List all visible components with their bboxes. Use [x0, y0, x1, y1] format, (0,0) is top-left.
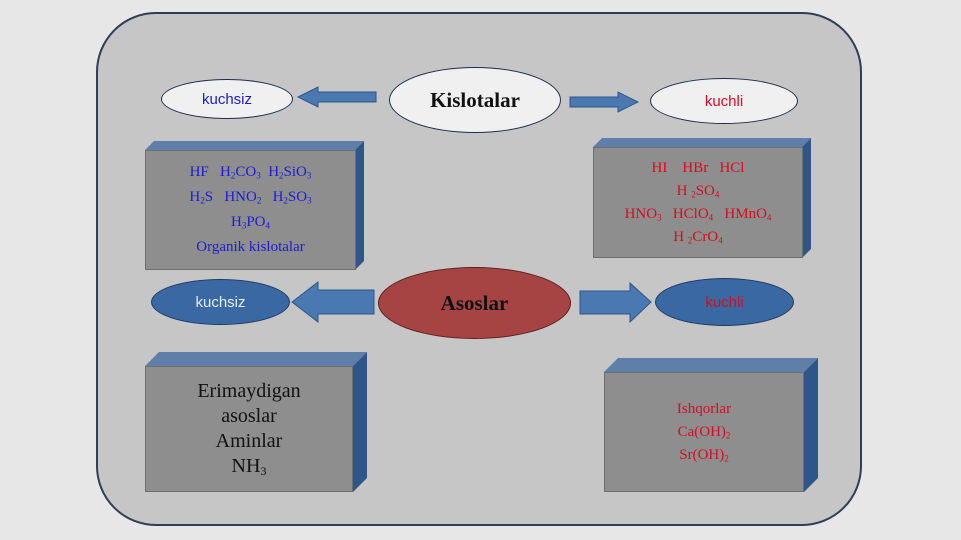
acids-strong-ellipse: kuchli: [650, 78, 798, 124]
acids-weak-label: kuchsiz: [201, 90, 253, 108]
acids-title: Kislotalar: [430, 87, 520, 112]
acids-title-ellipse: Kislotalar: [389, 67, 561, 133]
bases-weak-label: kuchsiz: [195, 293, 246, 311]
formula-line: Sr(OH)2: [679, 446, 729, 463]
formula-line: HNO3 HClO4 HMnO4: [624, 205, 772, 222]
acids-strong-list: HI HBr HCl H 2SO4 HNO3 HClO4 HMnO4 H 2Cr…: [593, 147, 803, 258]
acids-weak-list: HF H2CO3 H2SiO3 H2S HNO2 H2SO3 H3PO4 Org…: [145, 150, 356, 270]
formula-line: NH3: [231, 455, 267, 478]
acids-weak-box: HF H2CO3 H2SiO3 H2S HNO2 H2SO3 H3PO4 Org…: [145, 141, 364, 270]
acids-weak-ellipse: kuchsiz: [161, 79, 293, 119]
acids-weak-box-depth: [145, 141, 364, 270]
bases-weak-list: Erimaydigan asoslar Aminlar NH3: [145, 366, 353, 492]
bases-title-ellipse: Asoslar: [378, 267, 571, 339]
bases-weak-ellipse: kuchsiz: [151, 279, 290, 325]
bases-strong-ellipse: kuchli: [655, 278, 794, 326]
formula-line: asoslar: [221, 405, 277, 427]
formula-line: Erimaydigan: [197, 380, 301, 402]
bases-strong-label: kuchli: [705, 293, 744, 311]
bases-strong-list: Ishqorlar Ca(OH)2 Sr(OH)2: [604, 372, 804, 492]
bases-weak-box-depth: [145, 352, 367, 492]
acids-strong-arrow: [569, 91, 640, 113]
bases-weak-arrow: [291, 280, 375, 324]
bases-strong-arrow: [579, 281, 652, 324]
formula-line: H 2SO4: [676, 182, 720, 199]
formula-line: HI HBr HCl: [651, 159, 745, 176]
formula-line: H 2CrO4: [673, 228, 723, 245]
formula-line: Aminlar: [215, 430, 283, 452]
acids-strong-label: kuchli: [704, 92, 744, 110]
formula-line: Organik kislotalar: [196, 239, 305, 255]
bases-strong-box: Ishqorlar Ca(OH)2 Sr(OH)2: [604, 358, 818, 492]
acids-strong-box: HI HBr HCl H 2SO4 HNO3 HClO4 HMnO4 H 2Cr…: [593, 138, 811, 258]
bases-title: Asoslar: [440, 290, 509, 315]
bases-weak-box: Erimaydigan asoslar Aminlar NH3: [145, 352, 367, 492]
formula-line: HF H2CO3 H2SiO3: [189, 164, 312, 181]
formula-line: Ca(OH)2: [677, 423, 731, 440]
bases-strong-box-depth: [604, 358, 818, 492]
acids-strong-box-depth: [593, 138, 811, 258]
formula-line: H2S HNO2 H2SO3: [189, 189, 312, 206]
formula-line: Ishqorlar: [676, 400, 732, 417]
acids-weak-arrow: [296, 86, 377, 108]
formula-line: H3PO4: [230, 214, 271, 231]
